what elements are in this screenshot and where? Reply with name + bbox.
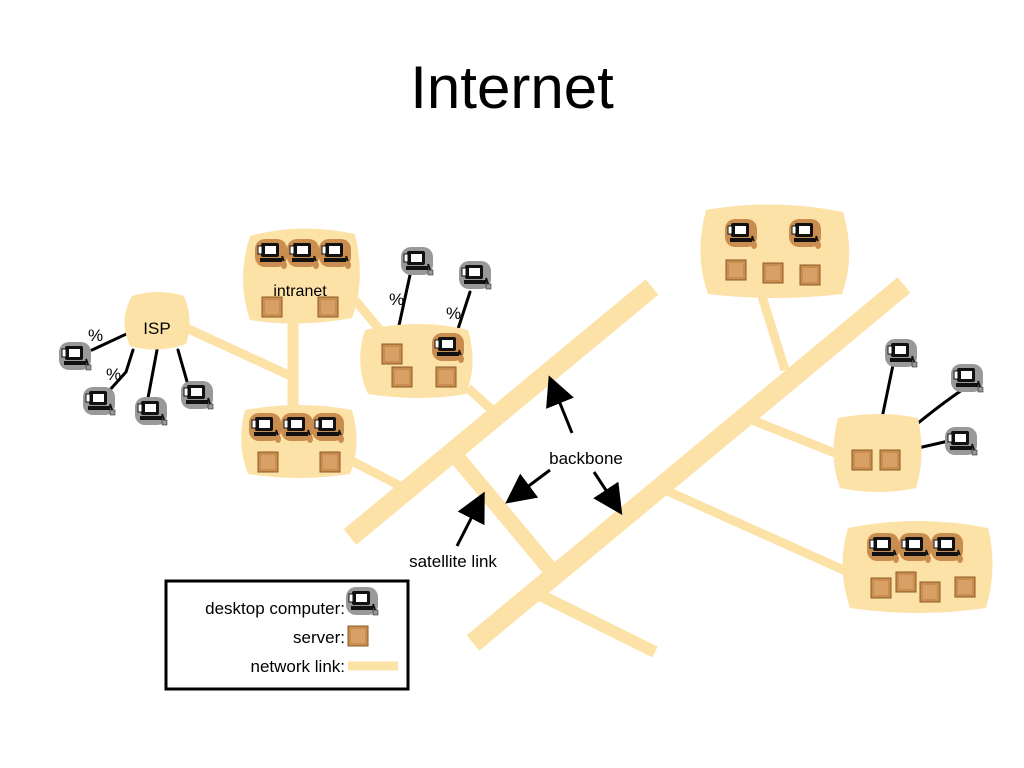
arrow-right <box>592 471 623 516</box>
desktop-computer-icon <box>950 363 984 393</box>
server-icon <box>319 451 341 473</box>
server-icon <box>895 571 917 593</box>
server-icon <box>919 581 941 603</box>
desktop-computer-icon <box>318 238 352 270</box>
link-cluster-backbone <box>347 456 405 491</box>
backbone-label: backbone <box>549 449 623 468</box>
server-icon <box>879 449 901 471</box>
server-icon <box>261 296 283 318</box>
modem-label: % <box>446 304 461 323</box>
isp-label: ISP <box>143 319 170 338</box>
modem-label: % <box>389 290 404 309</box>
server-icon <box>725 259 747 281</box>
desktop-computer-icon <box>431 332 465 364</box>
backbone-arrows <box>455 375 623 547</box>
desktop-computer-icon <box>58 341 92 371</box>
server-icon <box>435 366 457 388</box>
link-right-lan <box>750 415 842 460</box>
intranet-label: intranet <box>273 283 327 300</box>
backbone-tail <box>537 589 658 658</box>
legend-desktop-label: desktop computer: <box>205 599 345 618</box>
server-icon <box>762 262 784 284</box>
isp-cloud <box>124 292 190 350</box>
desktop-computer-icon <box>944 426 978 456</box>
link-isp-cluster <box>178 320 297 383</box>
link-topright-backbone <box>755 288 790 372</box>
server-icon <box>347 625 369 647</box>
slide-title: Internet <box>410 54 614 121</box>
legend-link-label: network link: <box>251 657 345 676</box>
desktop-computer-icon <box>866 532 900 564</box>
satellite-link-label: satellite link <box>409 552 497 571</box>
desktop-computer-icon <box>134 396 168 426</box>
desktop-computer-icon <box>458 260 492 290</box>
desktop-computer-icon <box>311 412 345 444</box>
server-icon <box>799 264 821 286</box>
desktop-computer-icon <box>280 412 314 444</box>
server-icon <box>954 576 976 598</box>
desktop-computer-icon <box>884 338 918 368</box>
right-cloud <box>833 414 922 492</box>
desktop-computer-icon <box>286 238 320 270</box>
desktop-computer-icon <box>82 386 116 416</box>
intranet-group: intranet <box>254 238 352 318</box>
link-intranet-lan <box>351 297 384 333</box>
server-icon <box>851 449 873 471</box>
server-icon <box>870 577 892 599</box>
satellite-branch <box>448 449 562 581</box>
legend: desktop computer: server: network link: <box>164 579 410 691</box>
server-icon <box>391 366 413 388</box>
network-links <box>178 277 911 658</box>
clouds <box>124 204 993 613</box>
topright-cloud <box>700 204 850 298</box>
backbone-left <box>343 279 659 545</box>
arrow-up <box>546 375 574 434</box>
arrow-satellite <box>455 491 485 547</box>
desktop-computer-icon <box>724 218 758 250</box>
server-icon <box>257 451 279 473</box>
desktop-computer-icon <box>254 238 288 270</box>
desktop-computer-icon <box>788 218 822 250</box>
modem-label: % <box>88 326 103 345</box>
link-lan-backbone <box>464 384 496 414</box>
modem-label: % <box>106 365 121 384</box>
desktop-computer-icon <box>345 586 379 616</box>
link-bottomright-backbone <box>663 485 850 577</box>
arrow-left <box>505 468 551 504</box>
desktop-computer-icon <box>248 412 282 444</box>
backbone-right <box>466 277 911 651</box>
legend-server-label: server: <box>293 628 345 647</box>
modem-wires <box>90 273 964 450</box>
modem-labels: % % % % <box>88 290 461 384</box>
desktop-computer-icon <box>180 380 214 410</box>
desktop-computer-icon <box>930 532 964 564</box>
server-icon <box>317 296 339 318</box>
server-icon <box>381 343 403 365</box>
desktop-computer-icon <box>898 532 932 564</box>
desktop-computer-icon <box>400 246 434 276</box>
